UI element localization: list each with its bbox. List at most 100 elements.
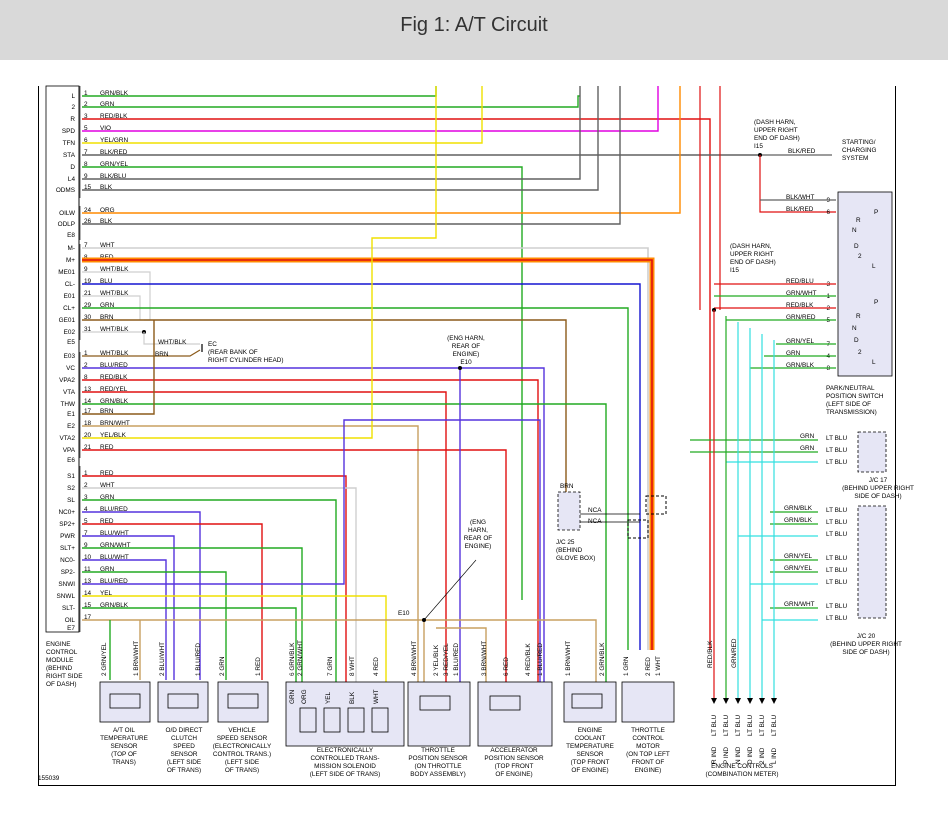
pnp-position-letter: L [872, 359, 876, 366]
jc20-lt-blu: LT BLU [826, 555, 847, 562]
solenoid-wire-lower: ORG [301, 689, 308, 704]
ecm-pin-number: 2 [84, 362, 88, 369]
pnp-position-letter: L [872, 263, 876, 270]
ecm-block [45, 85, 80, 633]
ecm-pin-name: 2 [71, 104, 75, 111]
nca-label-1: NCA [588, 507, 602, 514]
ecm-pin-number: 17 [84, 614, 92, 621]
eng-harn-label-2: HARN, [468, 527, 488, 534]
component-0-label: A/T OIL [113, 727, 135, 734]
wire-snwl [82, 595, 387, 688]
ecm-pin-name: VPA [63, 447, 76, 454]
ecm-pin-name: SP2+ [59, 521, 75, 528]
ecm-pin-number: 8 [84, 161, 88, 168]
ecm-pin-number: 30 [84, 314, 92, 321]
dash-harn-label-2: UPPER RIGHT [730, 251, 774, 258]
pnp-wire-label: GRN/YEL [786, 338, 815, 345]
combo-lt-blu: LT BLU [711, 715, 718, 736]
combo-ind: L IND [771, 748, 778, 764]
eng-harn-label-2: REAR OF [464, 535, 493, 542]
solenoid-coil [299, 707, 317, 733]
component-0-box [99, 681, 151, 723]
ecm-pin-number: 1 [84, 90, 88, 97]
component-1-label: CLUTCH [171, 735, 197, 742]
ecm-pin-number: 26 [84, 218, 92, 225]
wire-sl [82, 499, 337, 688]
component-6-label: TEMPERATURE [566, 743, 614, 750]
component-1-label: (LEFT SIDE [167, 759, 201, 766]
ecm-wire-label: GRN/WHT [100, 542, 131, 549]
jc20-lt-blu: LT BLU [826, 579, 847, 586]
wire-vta2 [82, 86, 437, 439]
wire-aps-brn [436, 627, 487, 682]
pnp-position-letter: D [854, 243, 859, 250]
ecm-pin-name: E2 [67, 423, 75, 430]
ecm-pin-name: E8 [67, 232, 75, 239]
vss-wire: 1 RED [255, 657, 262, 676]
ecm-wire-label: WHT/BLK [100, 266, 129, 273]
ecm-pin-number: 3 [84, 494, 88, 501]
wire-blk [82, 86, 599, 191]
ecm-wire-label: WHT/BLK [100, 350, 129, 357]
ecm-wire-label: BLU [100, 278, 113, 285]
component-6-label: ENGINE [578, 727, 603, 734]
nca-label-2: NCA [588, 518, 602, 525]
wire-sp2-plus [82, 523, 263, 680]
ecm-pin-name: NC0+ [58, 509, 75, 516]
combo-arrow [759, 698, 765, 704]
component-5-box [477, 681, 553, 747]
wire-slt-minus [82, 607, 297, 688]
jc20-block [857, 505, 887, 619]
jc25-block [557, 491, 581, 531]
ecm-wire-label: BRN [100, 408, 114, 415]
ecm-wire-label: BLU/RED [100, 362, 128, 369]
nca-connector-1 [645, 495, 667, 515]
sensor-element [167, 693, 199, 709]
component-1-label: SENSOR [171, 751, 198, 758]
wire-grn-yel [82, 166, 523, 600]
ecm-wire-label: YEL/GRN [100, 137, 128, 144]
ecm-wire-label: WHT [100, 242, 115, 249]
pnp-wire-label: GRN [786, 350, 801, 357]
wire-sp2-minus [82, 571, 227, 680]
pnp-wire-label: BLK/WHT [786, 194, 815, 201]
ecm-pin-name: SL [67, 497, 75, 504]
jc25-label: J/C 25 [556, 539, 575, 546]
figure-title: Fig 1: A/T Circuit [400, 14, 548, 36]
ecm-pin-number: 14 [84, 398, 92, 405]
wire-snwi [82, 419, 541, 682]
component-7-label: FRONT OF [632, 759, 665, 766]
ect-wire: 2 GRN/BLK [599, 642, 606, 676]
ect-wire: 1 BRN/WHT [565, 641, 572, 676]
combo-top-2: GRN/RED [731, 638, 738, 668]
engine-controls-label: (COMBINATION METER) [705, 771, 778, 778]
ecm-pin-number: 13 [84, 386, 92, 393]
ecm-wire-label: GRN/BLK [100, 398, 129, 405]
component-7-label: CONTROL [632, 735, 664, 742]
ec-label: (REAR BANK OF [208, 349, 258, 356]
jc20-wire-label: GRN/YEL [784, 565, 813, 572]
dash-harn-label-1: UPPER RIGHT [754, 127, 798, 134]
e10-label: E10 [398, 610, 410, 617]
ecm-caption: OF DASH) [46, 681, 77, 688]
component-5-label: POSITION SENSOR [484, 755, 544, 762]
ecm-pin-number: 15 [84, 184, 92, 191]
component-2-label: OF TRANS) [225, 767, 259, 774]
odc-wire: 2 BLU/WHT [159, 642, 166, 676]
blk-red-label: BLK/RED [788, 148, 816, 155]
ecm-pin-name: L [71, 93, 75, 100]
component-3-box [285, 681, 405, 747]
jc20-label: (BEHIND UPPER RIGHT [830, 641, 902, 648]
ecm-pin-number: 7 [84, 530, 88, 537]
ecm-wire-label: GRN [100, 302, 115, 309]
header-bar: Fig 1: A/T Circuit [0, 0, 948, 60]
component-0-label: TEMPERATURE [100, 735, 148, 742]
ecm-pin-number: 21 [84, 444, 92, 451]
wire-e01 [82, 295, 141, 320]
component-6-box [563, 681, 617, 723]
brn-label: BRN [155, 351, 169, 358]
component-7-label: ENGINE) [635, 767, 662, 774]
ecm-pin-number: 9 [84, 542, 88, 549]
solenoid-wire-lower: GRN [289, 689, 296, 704]
pnp-wire-label: RED/BLK [786, 302, 814, 309]
